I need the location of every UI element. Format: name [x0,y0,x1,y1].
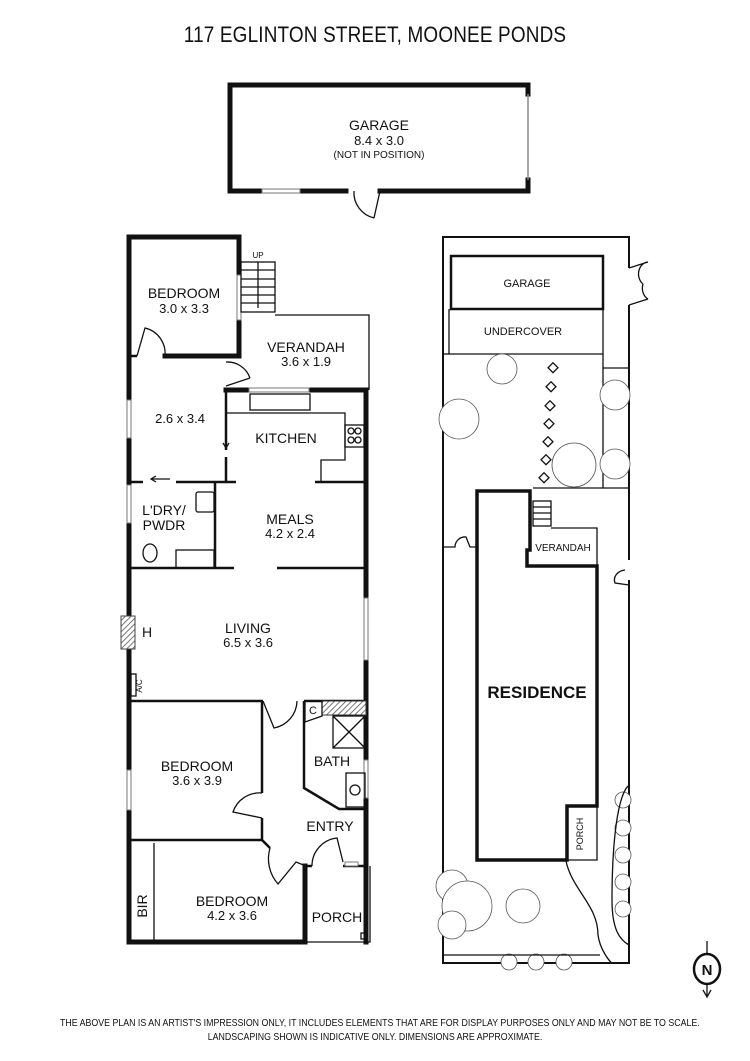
heater-label: H [142,624,152,640]
garage-label: GARAGE [349,117,409,133]
page-title: 117 EGLINTON STREET, MOONEE PONDS [183,22,567,47]
residence-label: RESIDENCE [487,683,586,702]
site-plan: GARAGE UNDERCOVER [435,236,649,971]
bedroom3-label: BEDROOM [196,893,268,909]
cupboard-label: C [309,705,317,717]
disclaimer-line-1: THE ABOVE PLAN IS AN ARTIST'S IMPRESSION… [60,1017,700,1029]
north-compass-icon: N [692,941,722,999]
living-dimensions: 6.5 x 3.6 [223,635,273,650]
meals-label: MEALS [266,511,313,527]
bedroom2-dimensions: 3.6 x 3.9 [172,773,222,788]
site-porch-label: PORCH [575,818,585,851]
aircon-label: A/C [135,679,144,693]
bath-label: BATH [314,753,350,769]
bedroom2-label: BEDROOM [161,758,233,774]
site-verandah-label: VERANDAH [535,543,591,554]
bir-label: BIR [134,894,150,917]
porch-label: PORCH [312,909,363,925]
compass-label: N [702,962,713,979]
laundry-label: L'DRY/ [142,502,186,518]
study-dimensions: 2.6 x 3.4 [155,411,205,426]
kitchen-label: KITCHEN [255,430,316,446]
bedroom1-label: BEDROOM [148,285,220,301]
bedroom3-dimensions: 4.2 x 3.6 [207,908,257,923]
entry-label: ENTRY [306,818,354,834]
verandah-label: VERANDAH [267,339,345,355]
stepping-stones [538,361,559,484]
garage-dimensions: 8.4 x 3.0 [354,133,404,148]
powder-label: PWDR [143,517,186,533]
site-garage-label: GARAGE [503,278,550,290]
disclaimer: THE ABOVE PLAN IS AN ARTIST'S IMPRESSION… [0,1016,750,1044]
landscaping-trees [435,353,632,971]
detached-garage: GARAGE 8.4 x 3.0 (NOT IN POSITION) [227,82,531,219]
house-floor-plan: UP [120,234,371,945]
bedroom1-dimensions: 3.0 x 3.3 [159,301,209,316]
disclaimer-line-2: LANDSCAPING SHOWN IS INDICATIVE ONLY. DI… [207,1031,543,1043]
stairs: UP [240,251,276,313]
garage-note: (NOT IN POSITION) [334,150,425,161]
meals-dimensions: 4.2 x 2.4 [265,526,315,541]
verandah-dimensions: 3.6 x 1.9 [281,354,331,369]
stairs-up-label: UP [252,251,263,260]
undercover-label: UNDERCOVER [484,326,562,338]
living-label: LIVING [225,620,271,636]
